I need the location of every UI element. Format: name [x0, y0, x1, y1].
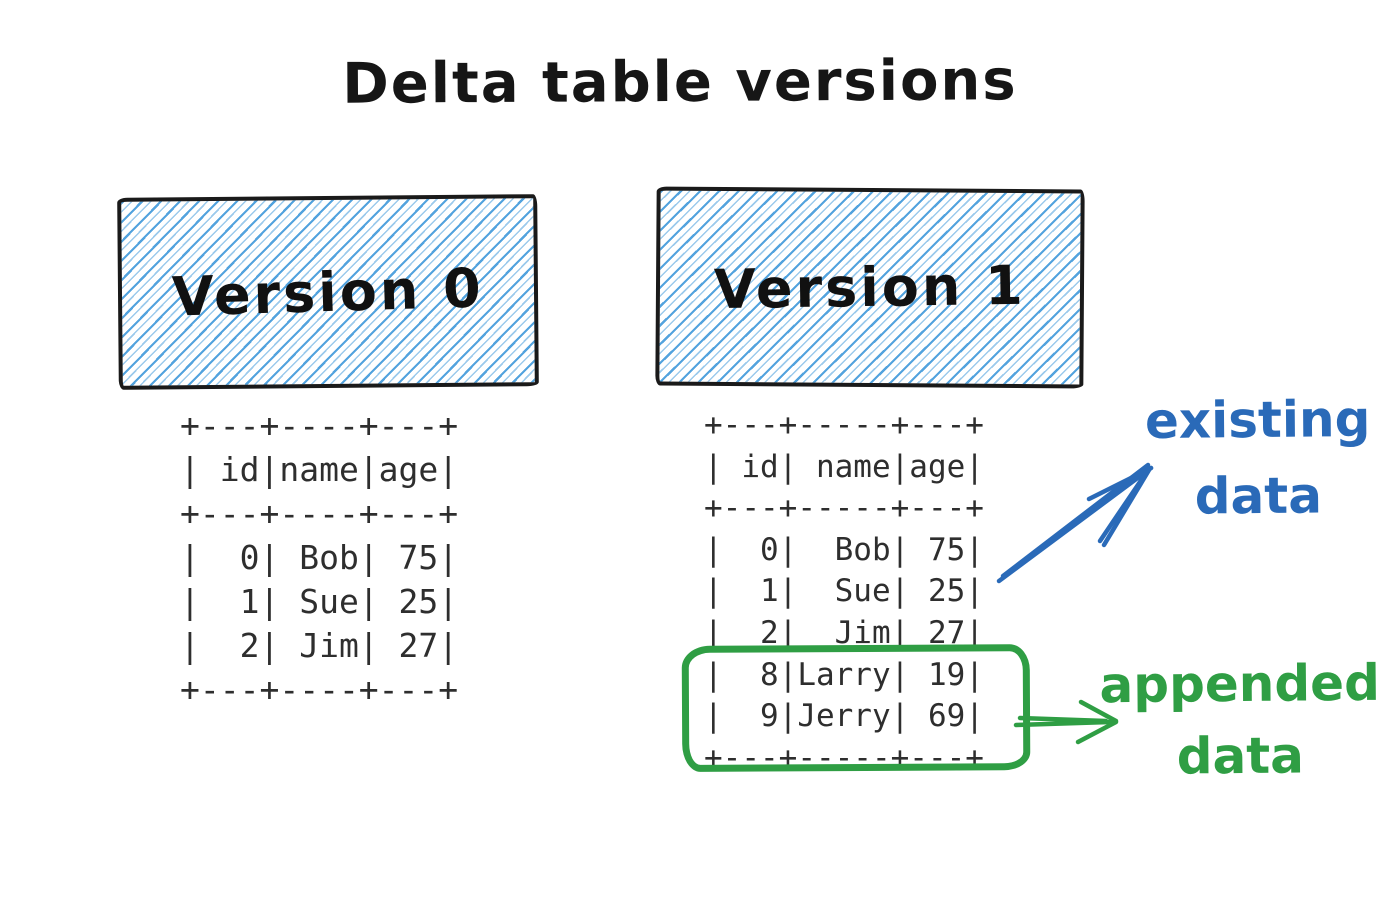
version-0-box: Version 0 [117, 194, 539, 390]
existing-data-label: existing data [1137, 381, 1378, 535]
appended-data-label-line1: appended [1099, 653, 1381, 715]
version-0-label: Version 0 [171, 255, 485, 329]
version-0-ascii-table: +---+----+---+ | id|name|age| +---+----+… [180, 406, 459, 709]
appended-data-label: appended data [1094, 647, 1385, 794]
version-1-ascii-table: +---+-----+---+ | id| name|age| +---+---… [704, 407, 984, 776]
version-1-box: Version 1 [655, 186, 1085, 389]
appended-rows-highlight [681, 644, 1031, 772]
appended-data-label-line2: data [1176, 726, 1305, 786]
existing-data-label-line1: existing [1144, 390, 1371, 450]
existing-data-label-line2: data [1194, 466, 1323, 526]
version-1-label: Version 1 [713, 253, 1027, 322]
existing-data-arrow-icon [996, 462, 1154, 584]
diagram-title: Delta table versions [342, 48, 1018, 117]
